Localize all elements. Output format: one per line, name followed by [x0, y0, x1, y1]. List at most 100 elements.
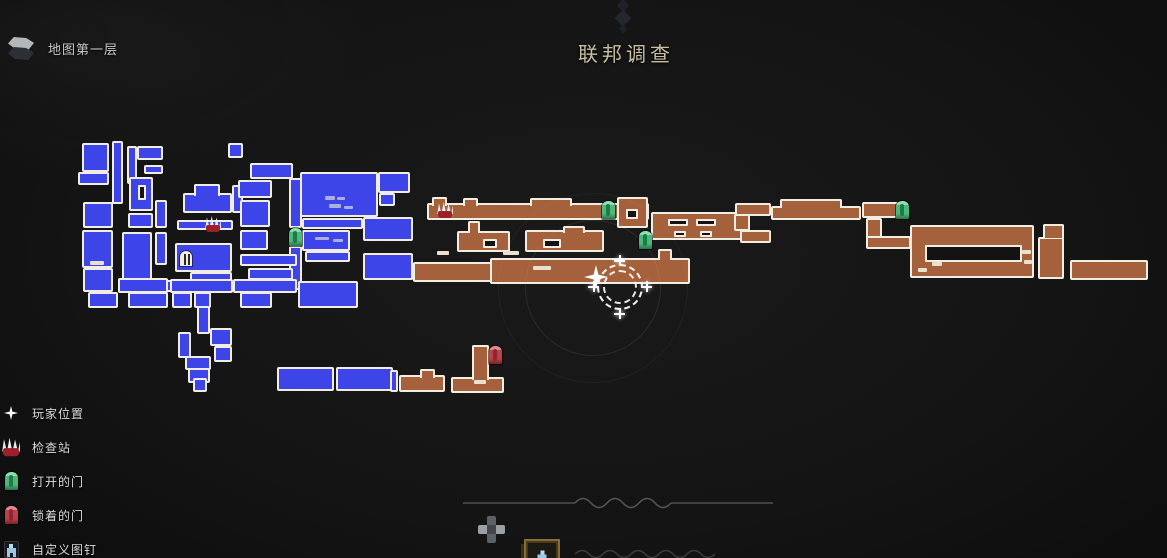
map-cursor-reticle[interactable]	[588, 255, 652, 319]
map-room	[378, 172, 410, 193]
map-room	[175, 243, 232, 272]
map-room	[210, 328, 232, 346]
open-door-icon	[896, 201, 909, 219]
map-room	[240, 292, 272, 308]
map-room	[82, 143, 109, 172]
map-room	[128, 292, 168, 308]
map-room	[240, 254, 297, 266]
map-room	[250, 163, 293, 179]
floor-indicator: 地图第一层	[6, 34, 118, 62]
map-room	[118, 278, 168, 293]
map-room	[240, 230, 268, 250]
map-platform-mark	[932, 262, 942, 266]
map-hole	[700, 231, 712, 237]
map-hole	[696, 219, 716, 226]
gate-icon	[180, 251, 192, 266]
map-room	[363, 217, 413, 241]
map-room	[1070, 260, 1148, 280]
open-door-icon	[289, 228, 302, 246]
custom-pin-icon	[2, 540, 20, 558]
map-room	[183, 193, 232, 213]
map-room	[740, 230, 771, 243]
map-platform-mark	[315, 237, 329, 240]
map-platform-mark	[90, 261, 104, 265]
bottom-toolbar: ?	[0, 492, 1167, 558]
map-room	[144, 165, 163, 174]
map-room	[1043, 224, 1064, 238]
map-room	[420, 369, 435, 378]
map-hole	[483, 239, 497, 248]
map-room	[771, 206, 861, 220]
map-platform-mark	[474, 380, 486, 384]
locked-door-icon	[489, 346, 502, 364]
map-room	[82, 230, 113, 268]
map-hole	[138, 185, 146, 200]
map-room	[780, 199, 842, 208]
map-room	[468, 221, 480, 233]
map-room	[363, 253, 413, 280]
map-platform-mark	[1022, 250, 1031, 254]
map-room	[300, 172, 378, 217]
map-room	[193, 378, 207, 392]
map-room	[88, 292, 118, 308]
map-platform-mark	[325, 196, 335, 200]
pin-person-icon	[535, 548, 550, 558]
map-room	[83, 202, 113, 228]
ornament-divider	[463, 497, 773, 509]
checkpoint-icon	[2, 439, 20, 457]
checkpoint-icon	[205, 216, 221, 232]
map-room	[238, 180, 272, 198]
cursor-range-ring	[498, 193, 688, 383]
map-room	[155, 200, 167, 228]
player-icon	[2, 406, 20, 420]
map-room	[463, 198, 478, 206]
map-room	[172, 292, 192, 308]
map-room	[155, 232, 167, 265]
dpad-left-icon	[478, 516, 505, 543]
open-door-icon	[602, 201, 615, 219]
map-room	[170, 279, 233, 293]
map-room	[734, 214, 750, 231]
map-room	[83, 268, 113, 292]
map-room	[379, 193, 395, 206]
map-room	[390, 370, 398, 392]
map-platform-mark	[1024, 260, 1032, 264]
map-room	[302, 230, 350, 251]
open-door-icon	[639, 231, 652, 249]
legend-item-locked-door: 锁着的门	[2, 498, 97, 532]
legend-item-custom-pin: 自定义图钉	[2, 532, 97, 558]
map-room	[232, 185, 243, 213]
map-room	[78, 172, 109, 185]
map-room	[472, 345, 489, 380]
map-room	[233, 279, 297, 293]
map-room	[305, 251, 350, 262]
map-room	[178, 332, 191, 358]
map-room	[735, 203, 771, 216]
map-legend: 玩家位置 检查站 打开的门 锁着的门 自定义图钉	[2, 396, 97, 558]
map-platform-mark	[918, 268, 927, 272]
map-room	[194, 184, 220, 196]
map-room	[128, 213, 153, 228]
map-room	[112, 141, 123, 204]
map-hole	[674, 231, 686, 237]
map-room	[1038, 237, 1064, 279]
map-room	[302, 218, 363, 229]
ornament-bottom	[575, 550, 715, 558]
map-platform-mark	[329, 204, 341, 208]
map-room	[277, 367, 334, 391]
legend-item-open-door: 打开的门	[2, 464, 97, 498]
tab-custom-pins[interactable]	[524, 539, 560, 558]
legend-item-player: 玩家位置	[2, 396, 97, 430]
map-layer-icon	[6, 34, 36, 62]
open-door-icon	[2, 472, 20, 490]
map-room	[129, 177, 153, 211]
map-hole	[925, 245, 1022, 262]
map-platform-mark	[437, 251, 449, 255]
legend-item-checkpoint: 检查站	[2, 430, 97, 464]
map-room	[137, 146, 163, 160]
map-room	[214, 346, 232, 362]
map-platform-mark	[333, 239, 343, 242]
map-room	[197, 306, 210, 334]
map-room	[413, 262, 493, 282]
